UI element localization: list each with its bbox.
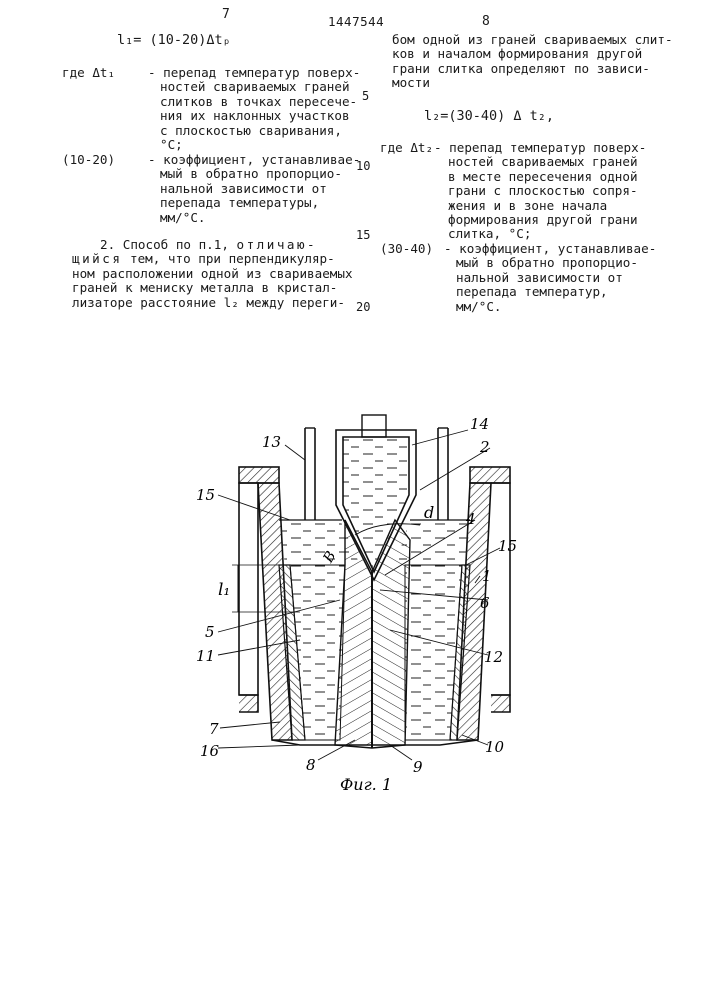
label-9: 9 [413, 758, 423, 776]
right-bottom-flange [491, 695, 510, 712]
label-5: 5 [205, 623, 215, 641]
label-13: 13 [262, 433, 281, 451]
label-8: 8 [306, 756, 316, 774]
label-15-right: 15 [498, 537, 517, 555]
label-2: 2 [479, 438, 490, 456]
label-16: 16 [200, 742, 220, 760]
label-1: 1 [482, 567, 492, 585]
label-14: 14 [470, 415, 489, 433]
label-6: 6 [480, 594, 490, 612]
label-12: 12 [484, 648, 503, 666]
right-flange [470, 467, 510, 483]
label-11: 11 [196, 647, 215, 665]
figure-caption: Фиг. 1 [340, 775, 392, 794]
label-10: 10 [485, 738, 505, 756]
label-4: 4 [465, 510, 476, 528]
label-l1: l₁ [218, 580, 230, 600]
label-15-left: 15 [196, 486, 215, 504]
left-flange [239, 467, 279, 483]
label-alpha: d [424, 503, 434, 522]
label-7: 7 [209, 720, 219, 738]
left-bottom-flange [239, 695, 258, 712]
left-outer-jacket [239, 483, 258, 695]
